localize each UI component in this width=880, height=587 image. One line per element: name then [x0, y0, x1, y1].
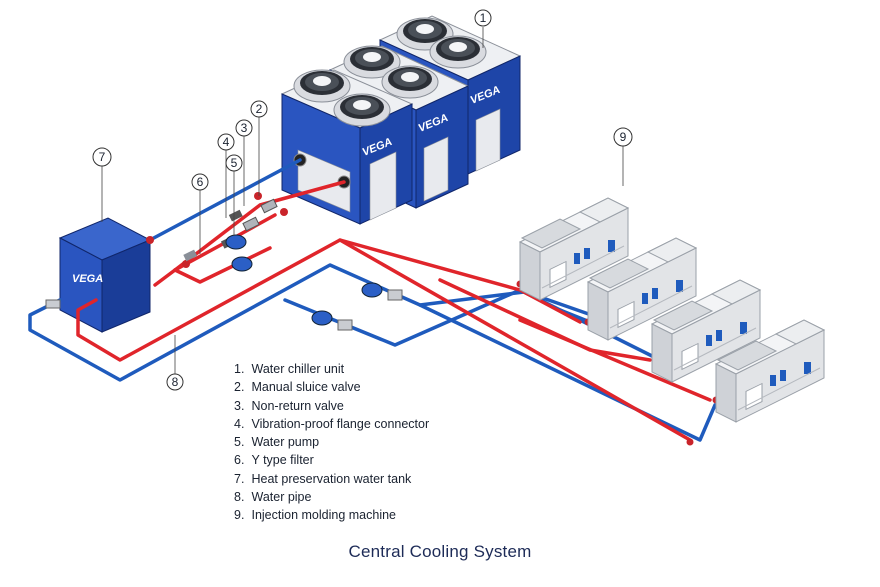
diagram-caption: Central Cooling System: [348, 542, 532, 561]
heat-preservation-water-tank: VEGA: [58, 217, 152, 333]
svg-text:6: 6: [197, 175, 204, 189]
y-type-filter: [45, 249, 403, 331]
water-pump: [225, 234, 383, 326]
svg-text:3: 3: [241, 121, 248, 135]
callout-4: 4: [217, 133, 235, 151]
svg-text:9: 9: [620, 130, 627, 144]
callout-5: 5: [225, 154, 243, 172]
injection-molding-machine: [519, 197, 825, 423]
water-pipe: [28, 158, 717, 442]
component-legend: 1. Water chiller unit 2. Manual sluice v…: [234, 360, 534, 525]
tank-brand-label: VEGA: [72, 273, 103, 285]
callout-6: 6: [191, 173, 209, 191]
callout-1: 1: [474, 9, 492, 27]
callout-9: 9: [613, 127, 633, 147]
water-chiller-unit: VEGA VEGA VEGA: [280, 15, 522, 225]
legend-item: 7. Heat preservation water tank: [234, 471, 412, 486]
svg-text:4: 4: [223, 135, 230, 149]
non-return-valve: [242, 198, 278, 232]
svg-text:1: 1: [480, 11, 487, 25]
svg-text:2: 2: [256, 102, 263, 116]
legend-item: 2. Manual sluice valve: [234, 380, 361, 395]
svg-text:7: 7: [99, 150, 106, 164]
legend-item: 4. Vibration-proof flange connector: [234, 416, 430, 431]
svg-text:5: 5: [231, 156, 238, 170]
legend-item: 1. Water chiller unit: [234, 362, 345, 376]
callout-2: 2: [250, 100, 268, 118]
legend-item: 3. Non-return valve: [234, 398, 344, 413]
legend-item: 8. Water pipe: [234, 490, 312, 505]
svg-text:8: 8: [172, 375, 179, 389]
callouts: 1 2 3 4 5 6 7 8 9: [92, 9, 633, 391]
legend-item: 6. Y type filter: [234, 453, 314, 468]
callout-8: 8: [166, 373, 184, 391]
legend-item: 5. Water pump: [234, 435, 320, 450]
legend-item: 9. Injection molding machine: [234, 508, 397, 523]
callout-7: 7: [92, 147, 112, 167]
callout-3: 3: [235, 119, 253, 137]
